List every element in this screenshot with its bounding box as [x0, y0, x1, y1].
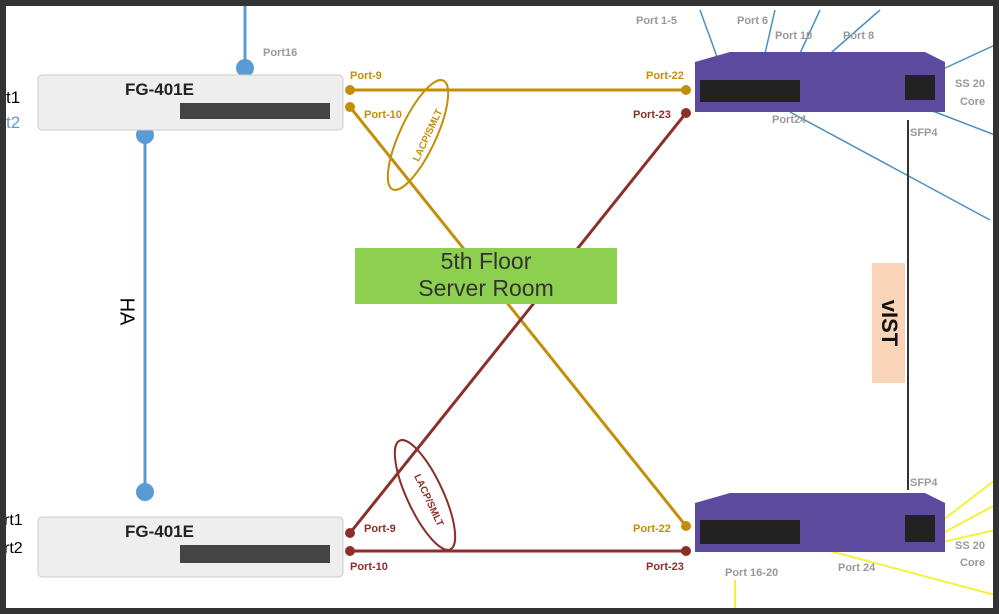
top-core-label2: Core — [960, 96, 986, 108]
firewall-bottom-model: FG-401E — [125, 522, 194, 541]
top-sw-port-label: Port24 — [772, 114, 807, 126]
port16-label: Port16 — [263, 47, 298, 59]
room-line1: 5th Floor — [440, 248, 532, 274]
gold-links — [348, 88, 688, 527]
top-sw-port-label: Port 1-5 — [636, 15, 677, 27]
bottom-fw-port10: Port-10 — [350, 561, 388, 573]
red-links — [348, 112, 688, 553]
bottom-sw-port23: Port-23 — [646, 561, 684, 573]
top-core-label: SS 20 — [955, 78, 985, 90]
top-sfp-label: SFP4 — [910, 127, 938, 139]
bottom-sw-port-label: Port 16-20 — [725, 567, 779, 579]
top-fw-port9: Port-9 — [350, 70, 382, 82]
top-sw-port-label: Port 6 — [737, 15, 769, 27]
fw-top-port-a: t1 — [6, 88, 21, 107]
firewall-top-model: FG-401E — [125, 80, 194, 99]
port16-node — [236, 59, 254, 77]
fw-bottom-port-b: rt2 — [4, 540, 23, 557]
vist-label: vIST — [876, 299, 902, 347]
top-sw-port22: Port-22 — [646, 70, 684, 82]
fw-bottom-port-a: rt1 — [4, 512, 23, 529]
top-sw-port-label: Port 8 — [843, 30, 875, 42]
lag-ellipse-top — [386, 79, 450, 191]
bottom-fw-port9: Port-9 — [364, 523, 396, 535]
ha-label: HA — [115, 297, 138, 326]
vist-box: vIST — [872, 263, 905, 383]
lag-ellipse-bottom — [393, 439, 457, 551]
ha-node-bottom — [136, 483, 154, 501]
bottom-core-label: SS 20 — [955, 540, 985, 552]
bottom-core-label2: Core — [960, 557, 986, 569]
fw-top-port-b: t2 — [6, 113, 21, 132]
bottom-sfp-label: SFP4 — [910, 477, 938, 489]
top-fw-port10: Port-10 — [364, 109, 402, 121]
top-sw-port-label: Port 10 — [775, 30, 813, 42]
room-line2: Server Room — [418, 275, 554, 301]
bottom-sw-port22: Port-22 — [633, 523, 671, 535]
top-sw-port23: Port-23 — [633, 109, 671, 121]
bottom-sw-port-label: Port 24 — [838, 562, 876, 574]
